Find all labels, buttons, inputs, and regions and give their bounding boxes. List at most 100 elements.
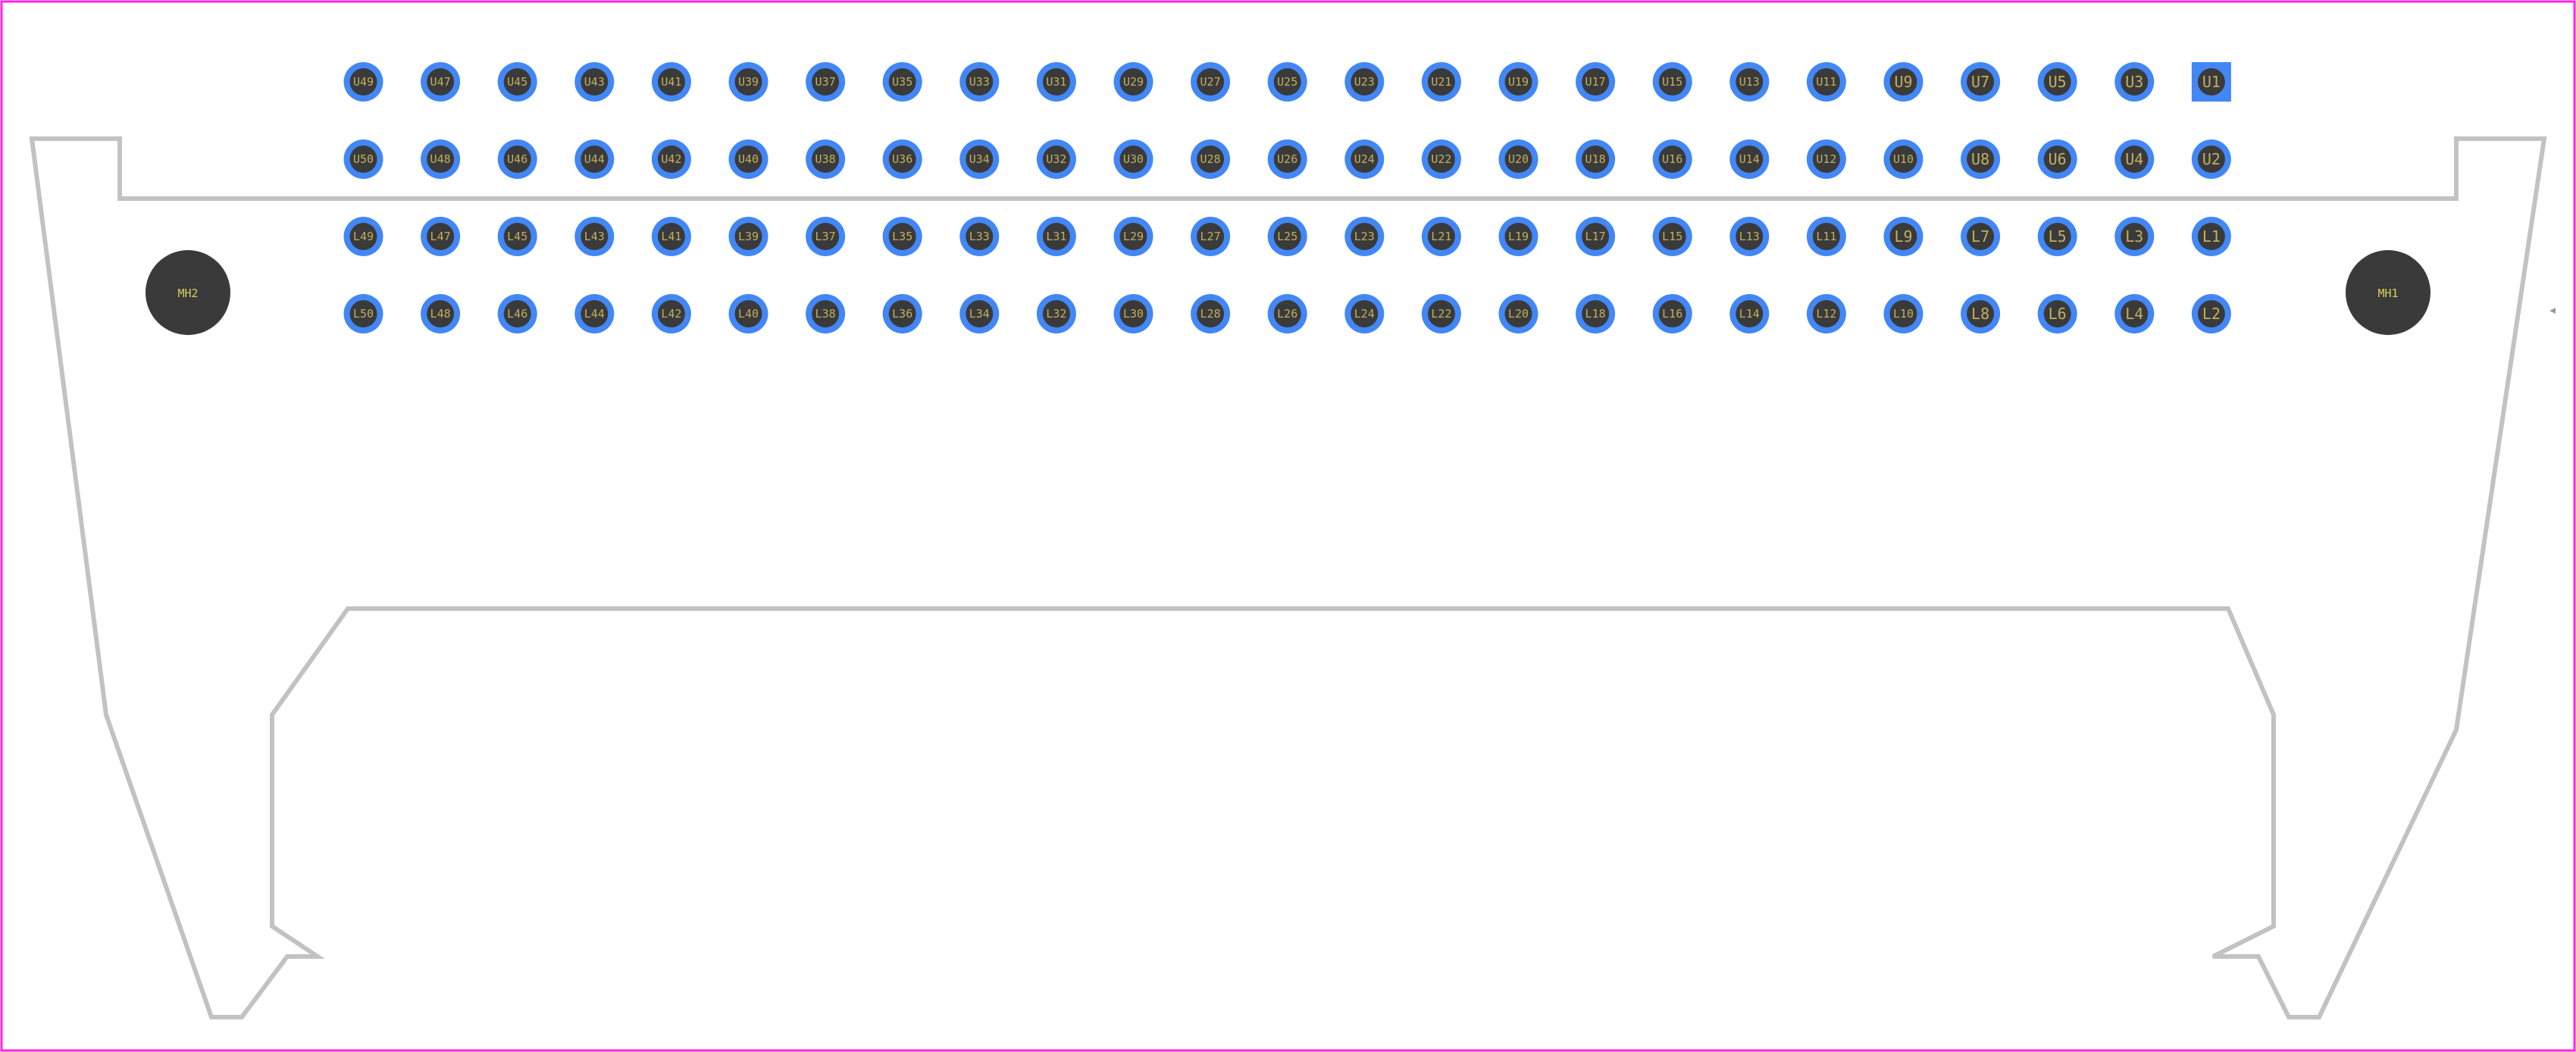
pad-label: U33 xyxy=(969,75,990,89)
pad-drill-hole xyxy=(1119,300,1147,327)
pad-l12: L12 xyxy=(1806,294,1846,333)
mounting-hole-mh1: MH1 xyxy=(2346,250,2430,335)
pad-u6: U6 xyxy=(2037,139,2077,179)
pad-drill-hole xyxy=(1967,146,1995,173)
pad-drill-hole xyxy=(734,68,762,95)
pad-drill-hole xyxy=(1582,146,1610,173)
pad-label: U23 xyxy=(1354,75,1375,89)
pad-drill-hole xyxy=(581,146,609,173)
pad-drill-hole xyxy=(1736,146,1764,173)
pad-u22: U22 xyxy=(1421,139,1461,179)
pad-drill-hole xyxy=(1197,146,1225,173)
pad-label: U36 xyxy=(892,152,912,166)
pad-u50: U50 xyxy=(343,139,383,179)
pad-label: U46 xyxy=(507,152,527,166)
pad-label: U37 xyxy=(815,75,836,89)
pad-drill-hole xyxy=(966,146,994,173)
pad-drill-hole xyxy=(503,300,531,327)
pad-drill-hole xyxy=(888,68,916,95)
pad-label: L13 xyxy=(1739,230,1760,243)
pad-u46: U46 xyxy=(497,139,537,179)
pad-l10: L10 xyxy=(1883,294,1923,333)
pad-l24: L24 xyxy=(1344,294,1385,333)
pad-l18: L18 xyxy=(1576,294,1616,333)
pad-l47: L47 xyxy=(421,217,461,256)
pad-label: L34 xyxy=(969,307,990,321)
pad-drill-hole xyxy=(1197,300,1225,327)
pad-drill-hole xyxy=(1504,68,1532,95)
pad-l14: L14 xyxy=(1729,294,1770,333)
pad-l33: L33 xyxy=(959,217,1000,256)
pad-u40: U40 xyxy=(728,139,768,179)
pad-drill-hole xyxy=(2043,223,2071,250)
pad-drill-hole xyxy=(657,146,685,173)
pad-u20: U20 xyxy=(1498,139,1538,179)
pad-l46: L46 xyxy=(497,294,537,333)
pad-drill-hole xyxy=(1658,223,1686,250)
pad-u11: U11 xyxy=(1806,62,1846,102)
pad-label: L15 xyxy=(1662,230,1682,243)
pad-label: L7 xyxy=(1971,227,1989,246)
pad-label: L47 xyxy=(430,230,451,243)
pad-drill-hole xyxy=(427,68,455,95)
pad-drill-hole xyxy=(1119,223,1147,250)
pad-l29: L29 xyxy=(1113,217,1153,256)
pad-l11: L11 xyxy=(1806,217,1846,256)
pad-drill-hole xyxy=(966,223,994,250)
pad-label: U31 xyxy=(1046,75,1066,89)
pad-l17: L17 xyxy=(1576,217,1616,256)
pad-l32: L32 xyxy=(1036,294,1076,333)
pad-drill-hole xyxy=(812,300,840,327)
pad-label: L30 xyxy=(1123,307,1144,321)
pad-label: U14 xyxy=(1739,152,1760,166)
pad-label: L41 xyxy=(661,230,681,243)
pad-label: U16 xyxy=(1662,152,1682,166)
pad-drill-hole xyxy=(1351,146,1379,173)
pad-u31: U31 xyxy=(1036,62,1076,102)
pad-l3: L3 xyxy=(2114,217,2155,256)
pad-l27: L27 xyxy=(1191,217,1231,256)
pad-label: U17 xyxy=(1585,75,1606,89)
pad-label: U1 xyxy=(2202,73,2221,91)
pad-label: L10 xyxy=(1893,307,1914,321)
pad-u27: U27 xyxy=(1191,62,1231,102)
pad-drill-hole xyxy=(1197,223,1225,250)
pad-label: L39 xyxy=(738,230,759,243)
pad-label: L24 xyxy=(1354,307,1375,321)
pad-l48: L48 xyxy=(421,294,461,333)
pad-drill-hole xyxy=(1736,223,1764,250)
pad-u15: U15 xyxy=(1652,62,1692,102)
pad-drill-hole xyxy=(888,146,916,173)
pad-drill-hole xyxy=(1427,68,1455,95)
pad-drill-hole xyxy=(1351,300,1379,327)
pad-u39: U39 xyxy=(728,62,768,102)
pad-u47: U47 xyxy=(421,62,461,102)
pad-label: L45 xyxy=(507,230,527,243)
pad-u17: U17 xyxy=(1576,62,1616,102)
pad-drill-hole xyxy=(2043,146,2071,173)
pad-l50: L50 xyxy=(343,294,383,333)
pad-drill-hole xyxy=(427,223,455,250)
pad-label: U25 xyxy=(1277,75,1297,89)
pad-drill-hole xyxy=(503,146,531,173)
pad-drill-hole xyxy=(1889,300,1917,327)
pad-label: L25 xyxy=(1277,230,1297,243)
pad-label: U10 xyxy=(1893,152,1914,166)
pad-l2: L2 xyxy=(2191,294,2231,333)
pad-label: U3 xyxy=(2125,73,2143,91)
pad-label: L19 xyxy=(1508,230,1529,243)
pad-label: L42 xyxy=(661,307,681,321)
pad-drill-hole xyxy=(1967,223,1995,250)
pad-drill-hole xyxy=(966,300,994,327)
pad-label: L49 xyxy=(353,230,374,243)
pad-label: U22 xyxy=(1431,152,1451,166)
pad-u30: U30 xyxy=(1113,139,1153,179)
pad-drill-hole xyxy=(734,146,762,173)
pad-u45: U45 xyxy=(497,62,537,102)
pad-l21: L21 xyxy=(1421,217,1461,256)
pad-label: L33 xyxy=(969,230,990,243)
pad-label: U12 xyxy=(1816,152,1836,166)
pad-drill-hole xyxy=(503,223,531,250)
